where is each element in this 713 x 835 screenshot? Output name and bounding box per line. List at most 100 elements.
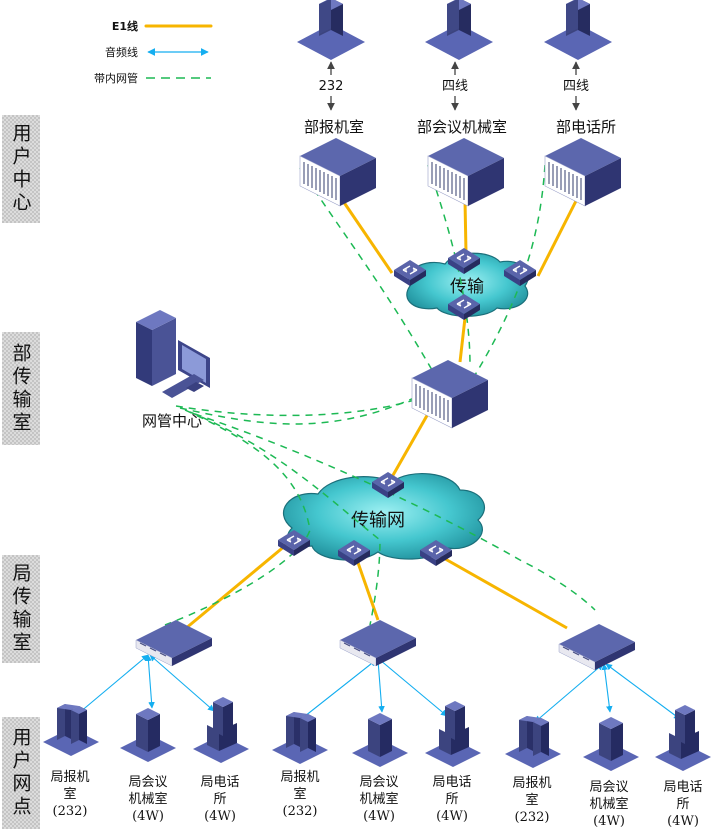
cloud-label: 传输: [450, 277, 484, 297]
chassis-icon: [544, 137, 622, 207]
management-center-label: 网管中心: [142, 412, 202, 430]
site-room-label: 局报机: [512, 776, 551, 791]
e1-line: [458, 317, 467, 363]
top-link-3: 四线: [563, 61, 589, 111]
audio-line: [534, 663, 604, 723]
site-room-label: (4W): [204, 809, 236, 824]
site-room-label: 室: [293, 786, 306, 802]
zone-label-text: 部传输室: [9, 342, 32, 435]
management-pc-icon: [136, 310, 210, 398]
top-link-2: 四线: [442, 61, 468, 111]
site-room-label: 室: [63, 786, 76, 802]
site-room-label: 所: [445, 792, 458, 807]
transmission-cloud-large: 传输网: [282, 472, 485, 561]
site-room-label: 机械室: [359, 791, 398, 807]
room-label: 部报机室: [304, 118, 364, 136]
top-link-label: 四线: [563, 79, 589, 94]
zone-label-user-center: 用户中心: [2, 115, 40, 223]
e1-line: [386, 411, 431, 485]
transmission-cloud-small: 传输: [406, 252, 529, 317]
site-room-label: 机械室: [128, 791, 167, 807]
inband-lines: [164, 164, 596, 626]
room-label: 部电话所: [556, 118, 616, 136]
site-room-label: (232): [283, 804, 318, 819]
cloud-label: 传输网: [351, 510, 405, 531]
building-icon: [505, 716, 561, 768]
site-room-label: (4W): [363, 809, 395, 824]
bureau-mux-icon: [135, 619, 213, 667]
inband-line: [189, 411, 381, 626]
e1-line: [184, 543, 287, 631]
site-room-label: 局电话: [200, 775, 239, 790]
e1-line: [439, 554, 568, 630]
building-icon: [120, 708, 176, 762]
legend-label-e1: E1线: [112, 19, 138, 33]
building-icon: [655, 705, 711, 771]
site-3-labels: 局报机 室 (232) 局会议 机械室 (4W) 局电话 所 (4W): [512, 776, 702, 829]
site-room-label: 机械室: [589, 796, 628, 812]
site-room-label: (232): [53, 804, 88, 819]
chassis-icon: [427, 137, 505, 207]
terminal-tower-icon: [425, 0, 493, 60]
site-room-label: 局会议: [128, 775, 167, 790]
site-2-labels: 局报机 室 (232) 局会议 机械室 (4W) 局电话 所 (4W): [280, 770, 471, 824]
building-icon: [352, 713, 408, 767]
e1-lines: [184, 196, 580, 631]
audio-line: [605, 663, 681, 720]
site-room-label: (4W): [667, 814, 699, 829]
site-room-label: 所: [676, 797, 689, 812]
e1-line: [339, 197, 394, 274]
site-room-label: 局电话: [432, 775, 471, 790]
terminal-tower-icon: [544, 0, 612, 60]
site-room-label: (4W): [593, 814, 625, 829]
legend: E1线 音频线 带内网管: [94, 19, 213, 85]
site-room-label: 局报机: [280, 770, 319, 785]
bureau-mux-icon: [558, 623, 636, 671]
zone-label-text: 用户中心: [9, 123, 32, 215]
site-room-label: 室: [525, 792, 538, 808]
inband-line: [194, 413, 596, 611]
site-room-label: (232): [515, 810, 550, 825]
building-icon: [583, 717, 639, 771]
audio-line: [149, 654, 215, 712]
audio-line: [72, 654, 149, 719]
top-link-label: 四线: [442, 79, 468, 94]
room-label: 部会议机械室: [417, 118, 507, 136]
legend-label-inband: 带内网管: [94, 71, 138, 85]
site-room-label: 局会议: [359, 775, 398, 790]
inband-line: [179, 384, 441, 425]
e1-line: [463, 199, 468, 254]
building-icon: [193, 697, 249, 763]
zone-label-ministry-transmission: 部传输室: [2, 332, 40, 445]
inband-line: [164, 409, 311, 626]
site-1-labels: 局报机 室 (232) 局会议 机械室 (4W) 局电话 所 (4W): [50, 770, 239, 824]
e1-line: [536, 196, 580, 277]
audio-line: [145, 654, 155, 709]
terminal-tower-icon: [297, 0, 365, 60]
audio-line: [601, 663, 613, 713]
audio-line: [299, 659, 377, 721]
building-icon: [272, 712, 328, 764]
site-room-label: (4W): [436, 809, 468, 824]
zone-label-user-sites: 用户网点: [2, 717, 40, 829]
site-room-label: (4W): [132, 809, 164, 824]
audio-line: [377, 659, 385, 713]
site-room-label: 局报机: [50, 770, 89, 785]
zone-label-text: 用户网点: [9, 727, 32, 819]
zone-label-bureau-transmission: 局传输室: [2, 555, 40, 663]
bureau-mux-icon: [339, 619, 417, 667]
zone-label-text: 局传输室: [9, 563, 32, 655]
audio-line: [379, 659, 448, 717]
top-link-label: 232: [319, 79, 344, 94]
inband-line: [175, 394, 431, 417]
site-room-label: 局会议: [589, 780, 628, 795]
site-room-label: 局电话: [663, 780, 702, 795]
site-room-label: 所: [213, 792, 226, 807]
top-link-1: 232: [319, 61, 344, 111]
legend-label-audio: 音频线: [105, 45, 138, 59]
e1-line: [354, 556, 380, 621]
chassis-icon: [299, 137, 377, 207]
audio-lines: [72, 654, 681, 723]
ministry-chassis-icon: [411, 359, 489, 429]
